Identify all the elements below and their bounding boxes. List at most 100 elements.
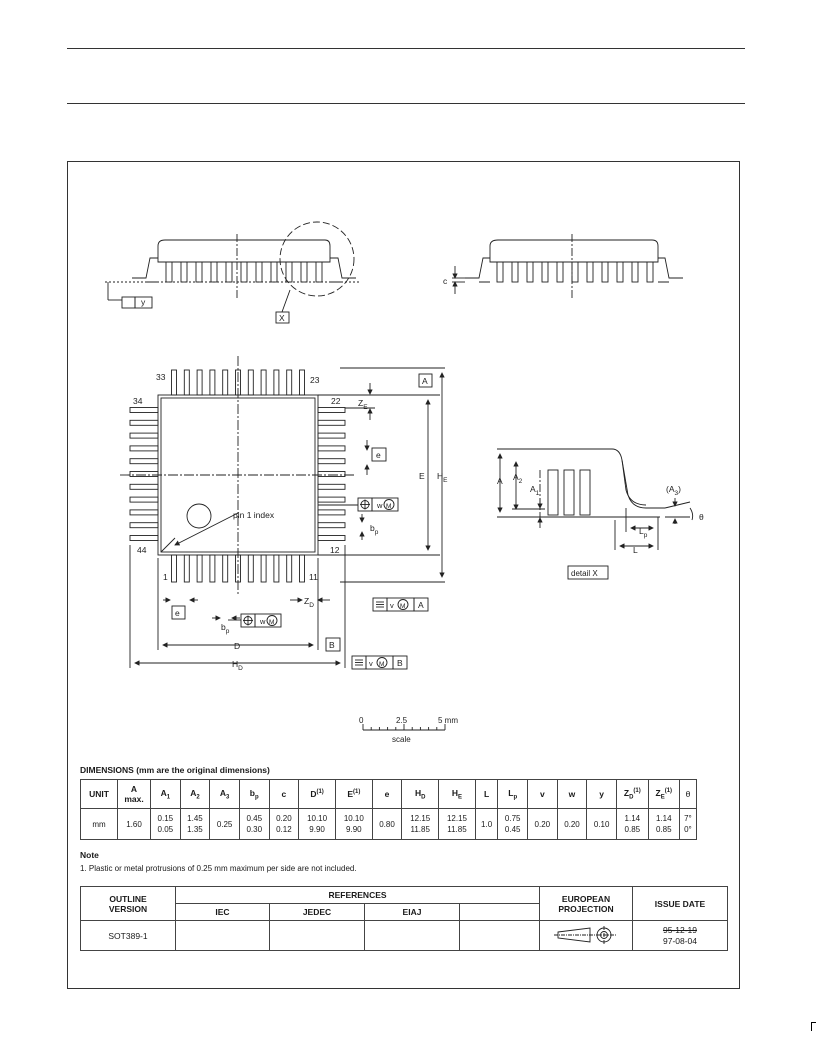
side-lead <box>210 261 218 283</box>
lead-left <box>129 471 159 477</box>
lead-left <box>129 483 159 490</box>
lead-right <box>317 407 346 413</box>
cell-iec <box>175 920 270 951</box>
lead-bottom <box>260 554 267 583</box>
lead-bottom <box>183 554 190 583</box>
crop-mark <box>811 1022 816 1031</box>
label-HD: HD <box>232 659 243 672</box>
cell-a3: 0.25 <box>209 808 240 840</box>
header-lp: Lp <box>497 779 529 809</box>
lead-left <box>129 407 159 413</box>
side-lead <box>285 261 293 283</box>
lead-left <box>129 419 159 426</box>
lead-bottom <box>235 554 241 583</box>
label-pin-11: 11 <box>309 572 318 582</box>
lead-bottom <box>273 554 280 583</box>
lead-left <box>129 496 159 503</box>
header-rule-top <box>67 48 745 49</box>
lead-right <box>317 471 346 477</box>
label-w-bottom: w <box>259 617 266 626</box>
label-D: D <box>234 641 240 651</box>
cell-jedec <box>269 920 365 951</box>
lead-bottom <box>222 554 229 583</box>
label-pin-34: 34 <box>133 396 143 406</box>
side-lead <box>526 261 534 283</box>
label-pin-22: 22 <box>331 396 341 406</box>
package-outline-drawing: X y c 33 23 34 22 44 12 1 11 ZE ZD e e b… <box>105 221 704 744</box>
header-c: c <box>268 779 300 809</box>
lead-bottom <box>247 554 254 583</box>
label-HE: HE <box>437 471 448 484</box>
lead-bottom <box>286 554 293 583</box>
lead-bottom <box>209 554 216 583</box>
lead-top <box>196 369 203 396</box>
header-v: v <box>527 779 558 809</box>
label-Lp: Lp <box>639 526 648 539</box>
label-m-bottom: M <box>269 619 274 626</box>
lead-top <box>260 369 267 396</box>
label-pin-33: 33 <box>156 372 166 382</box>
lead-top <box>222 369 229 396</box>
lead-top <box>171 369 177 396</box>
cell-y: 0.10 <box>586 808 617 840</box>
header-jedec: JEDEC <box>269 903 365 921</box>
label-datum-b: B <box>329 640 335 650</box>
label-E: E <box>419 471 425 481</box>
side-view-left <box>105 221 360 324</box>
cell-w: 0.20 <box>556 808 588 840</box>
cell-blank <box>459 920 540 951</box>
label-w-right: w <box>376 501 383 510</box>
lead-left <box>129 535 159 541</box>
side-lead <box>225 261 233 283</box>
header-unit: UNIT <box>80 779 118 809</box>
header-y: y <box>586 779 617 809</box>
lead-top <box>273 369 280 396</box>
lead-left <box>129 509 159 516</box>
label-A: A <box>497 476 503 486</box>
label-x-marker: X <box>279 313 285 323</box>
scale-tick-5mm: 5 mm <box>438 716 458 725</box>
header-d: D(1) <box>298 779 336 809</box>
side-lead <box>255 261 263 283</box>
cell-projection <box>539 920 633 951</box>
lead-bottom <box>171 554 177 583</box>
side-lead <box>315 261 323 283</box>
table-row: SOT389-1 95-12-19 97-08-04 <box>80 920 728 951</box>
projection-symbol-icon <box>554 925 616 944</box>
lead-right <box>317 522 346 529</box>
cell-l: 1.0 <box>474 808 499 840</box>
header-e-dim: E(1) <box>334 779 373 809</box>
header-bp: bp <box>238 779 270 809</box>
side-lead <box>616 261 624 283</box>
issue-date-new: 97-08-04 <box>662 935 698 946</box>
side-lead <box>571 261 579 283</box>
label-bp-bottom: bp <box>221 622 230 635</box>
label-v-a: v <box>390 601 394 610</box>
header-l: L <box>474 779 499 809</box>
side-lead <box>601 261 609 283</box>
side-lead <box>496 261 504 283</box>
lead-left <box>129 522 159 529</box>
label-theta: θ <box>699 512 704 522</box>
label-m-right: M <box>386 503 391 510</box>
label-pin-1: 1 <box>163 572 168 582</box>
drawing-frame <box>67 161 740 989</box>
side-view-right <box>452 234 683 298</box>
label-y-flatness: y <box>141 297 146 307</box>
label-pin1-index: pin 1 index <box>233 510 275 520</box>
lead-bottom <box>299 554 305 583</box>
note-text: 1. Plastic or metal protrusions of 0.25 … <box>80 864 357 873</box>
label-m-a: M <box>400 603 405 610</box>
header-hd: HD <box>401 779 440 809</box>
label-ref-b: B <box>397 658 403 668</box>
